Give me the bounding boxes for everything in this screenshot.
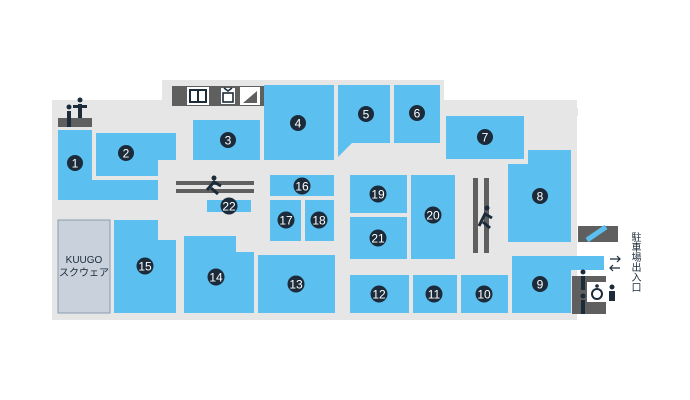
unit-12-marker[interactable]: 12 bbox=[370, 285, 388, 303]
unit-1-shape bbox=[58, 130, 158, 200]
unit-14-marker[interactable]: 14 bbox=[207, 268, 225, 286]
unit-10-marker[interactable]: 10 bbox=[475, 285, 493, 303]
unit-15-marker[interactable]: 15 bbox=[136, 257, 154, 275]
unit-22-label: 22 bbox=[222, 200, 236, 214]
unit-13-marker[interactable]: 13 bbox=[287, 275, 305, 293]
unit-3-marker-circle bbox=[220, 132, 236, 148]
unit-12-marker-circle bbox=[370, 285, 388, 303]
unit-14-marker-circle bbox=[207, 268, 225, 286]
unit-21-marker-circle bbox=[369, 229, 387, 247]
unit-19-marker[interactable]: 19 bbox=[369, 185, 387, 203]
unit-18-marker-circle bbox=[310, 211, 328, 229]
unit-12-label: 12 bbox=[372, 288, 386, 302]
unit-5-label: 5 bbox=[363, 108, 370, 122]
escalator-icon bbox=[176, 175, 254, 196]
unit-17-marker-circle bbox=[277, 211, 295, 229]
unit-1-marker[interactable]: 1 bbox=[67, 155, 83, 171]
arrow-right-icon bbox=[610, 255, 621, 263]
unit-9-label: 9 bbox=[537, 278, 544, 292]
unit-19-label: 19 bbox=[371, 188, 385, 202]
unit-9-shape bbox=[512, 256, 604, 313]
unit-15-label: 15 bbox=[138, 260, 152, 274]
unit-10-label: 10 bbox=[477, 288, 491, 302]
unit-2-label: 2 bbox=[123, 147, 130, 161]
unit-8-marker-circle bbox=[532, 188, 548, 204]
stroller-icon bbox=[578, 224, 618, 243]
nursing-room-icon bbox=[609, 284, 615, 301]
unit-20-label: 20 bbox=[426, 209, 440, 223]
atm-icon bbox=[221, 87, 235, 104]
unit-4-marker[interactable]: 4 bbox=[290, 115, 306, 131]
unit-22-marker-circle bbox=[220, 197, 238, 215]
unit-16-marker[interactable]: 16 bbox=[293, 177, 311, 195]
unit-11-marker-circle bbox=[425, 285, 443, 303]
unit-21-marker[interactable]: 21 bbox=[369, 229, 387, 247]
kuugo-label-line1: KUUGO bbox=[66, 255, 103, 266]
unit-9-marker[interactable]: 9 bbox=[532, 276, 548, 292]
unit-4-marker-circle bbox=[290, 115, 306, 131]
wheelchair-icon bbox=[591, 284, 603, 300]
unit-11-marker[interactable]: 11 bbox=[425, 285, 443, 303]
unit-shapes bbox=[58, 85, 604, 313]
unit-7-marker[interactable]: 7 bbox=[477, 129, 493, 145]
unit-11-label: 11 bbox=[428, 288, 441, 302]
unit-18-label: 18 bbox=[312, 214, 326, 228]
unit-3-marker[interactable]: 3 bbox=[220, 132, 236, 148]
unit-9-marker-circle bbox=[532, 276, 548, 292]
unit-10-marker-circle bbox=[475, 285, 493, 303]
unit-20-marker-circle bbox=[424, 206, 442, 224]
unit-16-label: 16 bbox=[295, 180, 309, 194]
unit-3-label: 3 bbox=[225, 134, 232, 148]
unit-6-label: 6 bbox=[414, 107, 421, 121]
unit-13-label: 13 bbox=[289, 278, 303, 292]
unit-5-marker[interactable]: 5 bbox=[358, 106, 374, 122]
unit-14-label: 14 bbox=[209, 271, 223, 285]
unit-15-marker-circle bbox=[136, 257, 154, 275]
unit-21-label: 21 bbox=[371, 232, 385, 246]
unit-17-marker[interactable]: 17 bbox=[277, 211, 295, 229]
unit-18-marker[interactable]: 18 bbox=[310, 211, 328, 229]
unit-2-marker[interactable]: 2 bbox=[118, 145, 134, 161]
unit-13-marker-circle bbox=[287, 275, 305, 293]
unit-8-label: 8 bbox=[537, 190, 544, 204]
unit-22-marker[interactable]: 22 bbox=[220, 197, 238, 215]
unit-4-label: 4 bbox=[295, 117, 302, 131]
arrow-left-icon bbox=[609, 264, 620, 272]
unit-7-label: 7 bbox=[482, 131, 489, 145]
restroom-icon bbox=[572, 269, 606, 314]
unit-5-marker-circle bbox=[358, 106, 374, 122]
elevator-icon bbox=[189, 89, 207, 103]
unit-2-marker-circle bbox=[118, 145, 134, 161]
kuugo-square-area bbox=[57, 219, 111, 314]
restroom-icon bbox=[58, 97, 92, 127]
unit-19-marker-circle bbox=[369, 185, 387, 203]
kuugo-label-line2: スクウェア bbox=[59, 267, 109, 279]
unit-1-marker-circle bbox=[67, 155, 83, 171]
unit-2-shape bbox=[96, 133, 176, 176]
unit-7-marker-circle bbox=[477, 129, 493, 145]
service-block bbox=[172, 86, 264, 106]
unit-1-label: 1 bbox=[72, 157, 79, 171]
unit-6-marker-circle bbox=[409, 105, 425, 121]
unit-20-marker[interactable]: 20 bbox=[424, 206, 442, 224]
unit-17-label: 17 bbox=[279, 214, 293, 228]
unit-8-marker[interactable]: 8 bbox=[532, 188, 548, 204]
unit-16-marker-circle bbox=[293, 177, 311, 195]
parking-entrance-label: 駐車場出入口 bbox=[629, 232, 640, 292]
unit-6-marker[interactable]: 6 bbox=[409, 105, 425, 121]
escalator-icon bbox=[473, 178, 493, 253]
